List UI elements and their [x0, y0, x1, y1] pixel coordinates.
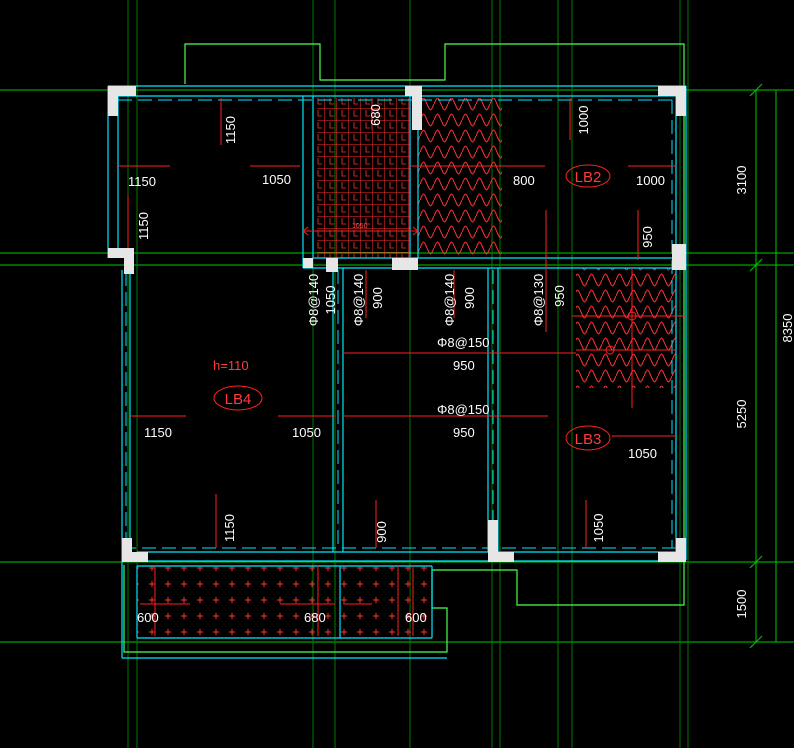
overall-dim-1500: 1500 — [734, 590, 749, 619]
dim-1000-right: 1000 — [636, 173, 665, 188]
rebar-marker-1 — [627, 311, 637, 321]
column-center-left — [303, 258, 313, 268]
dim-600-right: 600 — [405, 610, 427, 625]
rebar-dim-arrows — [302, 226, 419, 236]
column-left-mid — [108, 248, 134, 274]
slab-tag-lb2: LB2 — [575, 169, 602, 186]
beam-lines — [118, 99, 676, 549]
dim-900-vertical-b: 900 — [462, 287, 477, 309]
dim-1150-bottom-vertical: 1150 — [222, 514, 237, 542]
lb3-tag-ellipse — [565, 425, 611, 451]
dim-900-vertical-c: 900 — [374, 521, 389, 543]
dim-1050-lb3: 1050 — [628, 446, 657, 461]
column-center — [326, 258, 338, 272]
walls — [107, 85, 687, 659]
column-bottom-right — [658, 538, 686, 562]
lb2-tag-ellipse — [565, 164, 611, 188]
rebar-marker-2 — [605, 345, 615, 355]
overall-dimension-line — [749, 83, 777, 649]
overall-dim-8350: 8350 — [780, 314, 794, 343]
overall-dim-3100: 3100 — [734, 166, 749, 195]
rebar-phi8-140-a: Φ8@140 — [306, 274, 321, 327]
slab-tag-lb3: LB3 — [575, 431, 602, 448]
rebar-phi8-140-b: Φ8@140 — [351, 274, 366, 327]
dim-1150-top-left: 1150 — [128, 174, 156, 189]
wave-hatch-region-right — [576, 268, 676, 388]
rebar-phi8-150-a: Φ8@150 — [437, 335, 490, 350]
dim-680-vertical: 680 — [368, 104, 383, 126]
dim-1050-top: 1050 — [262, 172, 291, 187]
columns — [108, 86, 686, 562]
cross-hatch-region-balcony — [137, 566, 430, 638]
column-top-right — [658, 86, 686, 116]
overall-dim-5250: 5250 — [734, 400, 749, 429]
dim-950-vertical-mid: 950 — [552, 285, 567, 307]
dim-1050-small: 1050 — [352, 223, 368, 230]
lb4-tag-ellipse — [213, 385, 263, 411]
dim-950-mid-b: 950 — [453, 425, 475, 440]
column-top-mid — [405, 86, 422, 130]
column-right-mid — [672, 244, 686, 270]
dim-1050-vertical-bottom: 1050 — [591, 514, 606, 543]
rebar-phi8-150-b: Φ8@150 — [437, 402, 490, 417]
rebar-phi8-140-c: Φ8@140 — [442, 274, 457, 327]
column-bottom-mid — [488, 520, 514, 562]
rebar-phi8-130: Φ8@130 — [531, 274, 546, 327]
wave-hatch-region-top — [418, 98, 502, 258]
dim-1000-vertical: 1000 — [576, 106, 591, 135]
dim-950-mid-a: 950 — [453, 358, 475, 373]
rebar-lines — [118, 98, 686, 636]
slab-tag-lb4: LB4 — [225, 391, 252, 408]
building-outline — [123, 43, 685, 653]
dim-1150-top-vertical: 1150 — [223, 116, 238, 144]
dim-800: 800 — [513, 173, 535, 188]
dim-1150-mid-left: 1150 — [144, 425, 172, 440]
column-center-mid — [392, 258, 418, 270]
column-bottom-left — [122, 538, 148, 562]
dim-1050-vertical: 1050 — [323, 286, 338, 315]
dim-680-balcony: 680 — [304, 610, 326, 625]
dim-1050-mid: 1050 — [292, 425, 321, 440]
dim-950-vertical-right: 950 — [640, 226, 655, 248]
dim-900-vertical-a: 900 — [370, 287, 385, 309]
slab-thickness: h=110 — [213, 358, 249, 373]
column-top-left — [108, 86, 136, 116]
dim-1150-left-vertical: 1150 — [136, 212, 151, 240]
grid-hatch-region — [317, 98, 410, 258]
dim-600-left: 600 — [137, 610, 159, 625]
